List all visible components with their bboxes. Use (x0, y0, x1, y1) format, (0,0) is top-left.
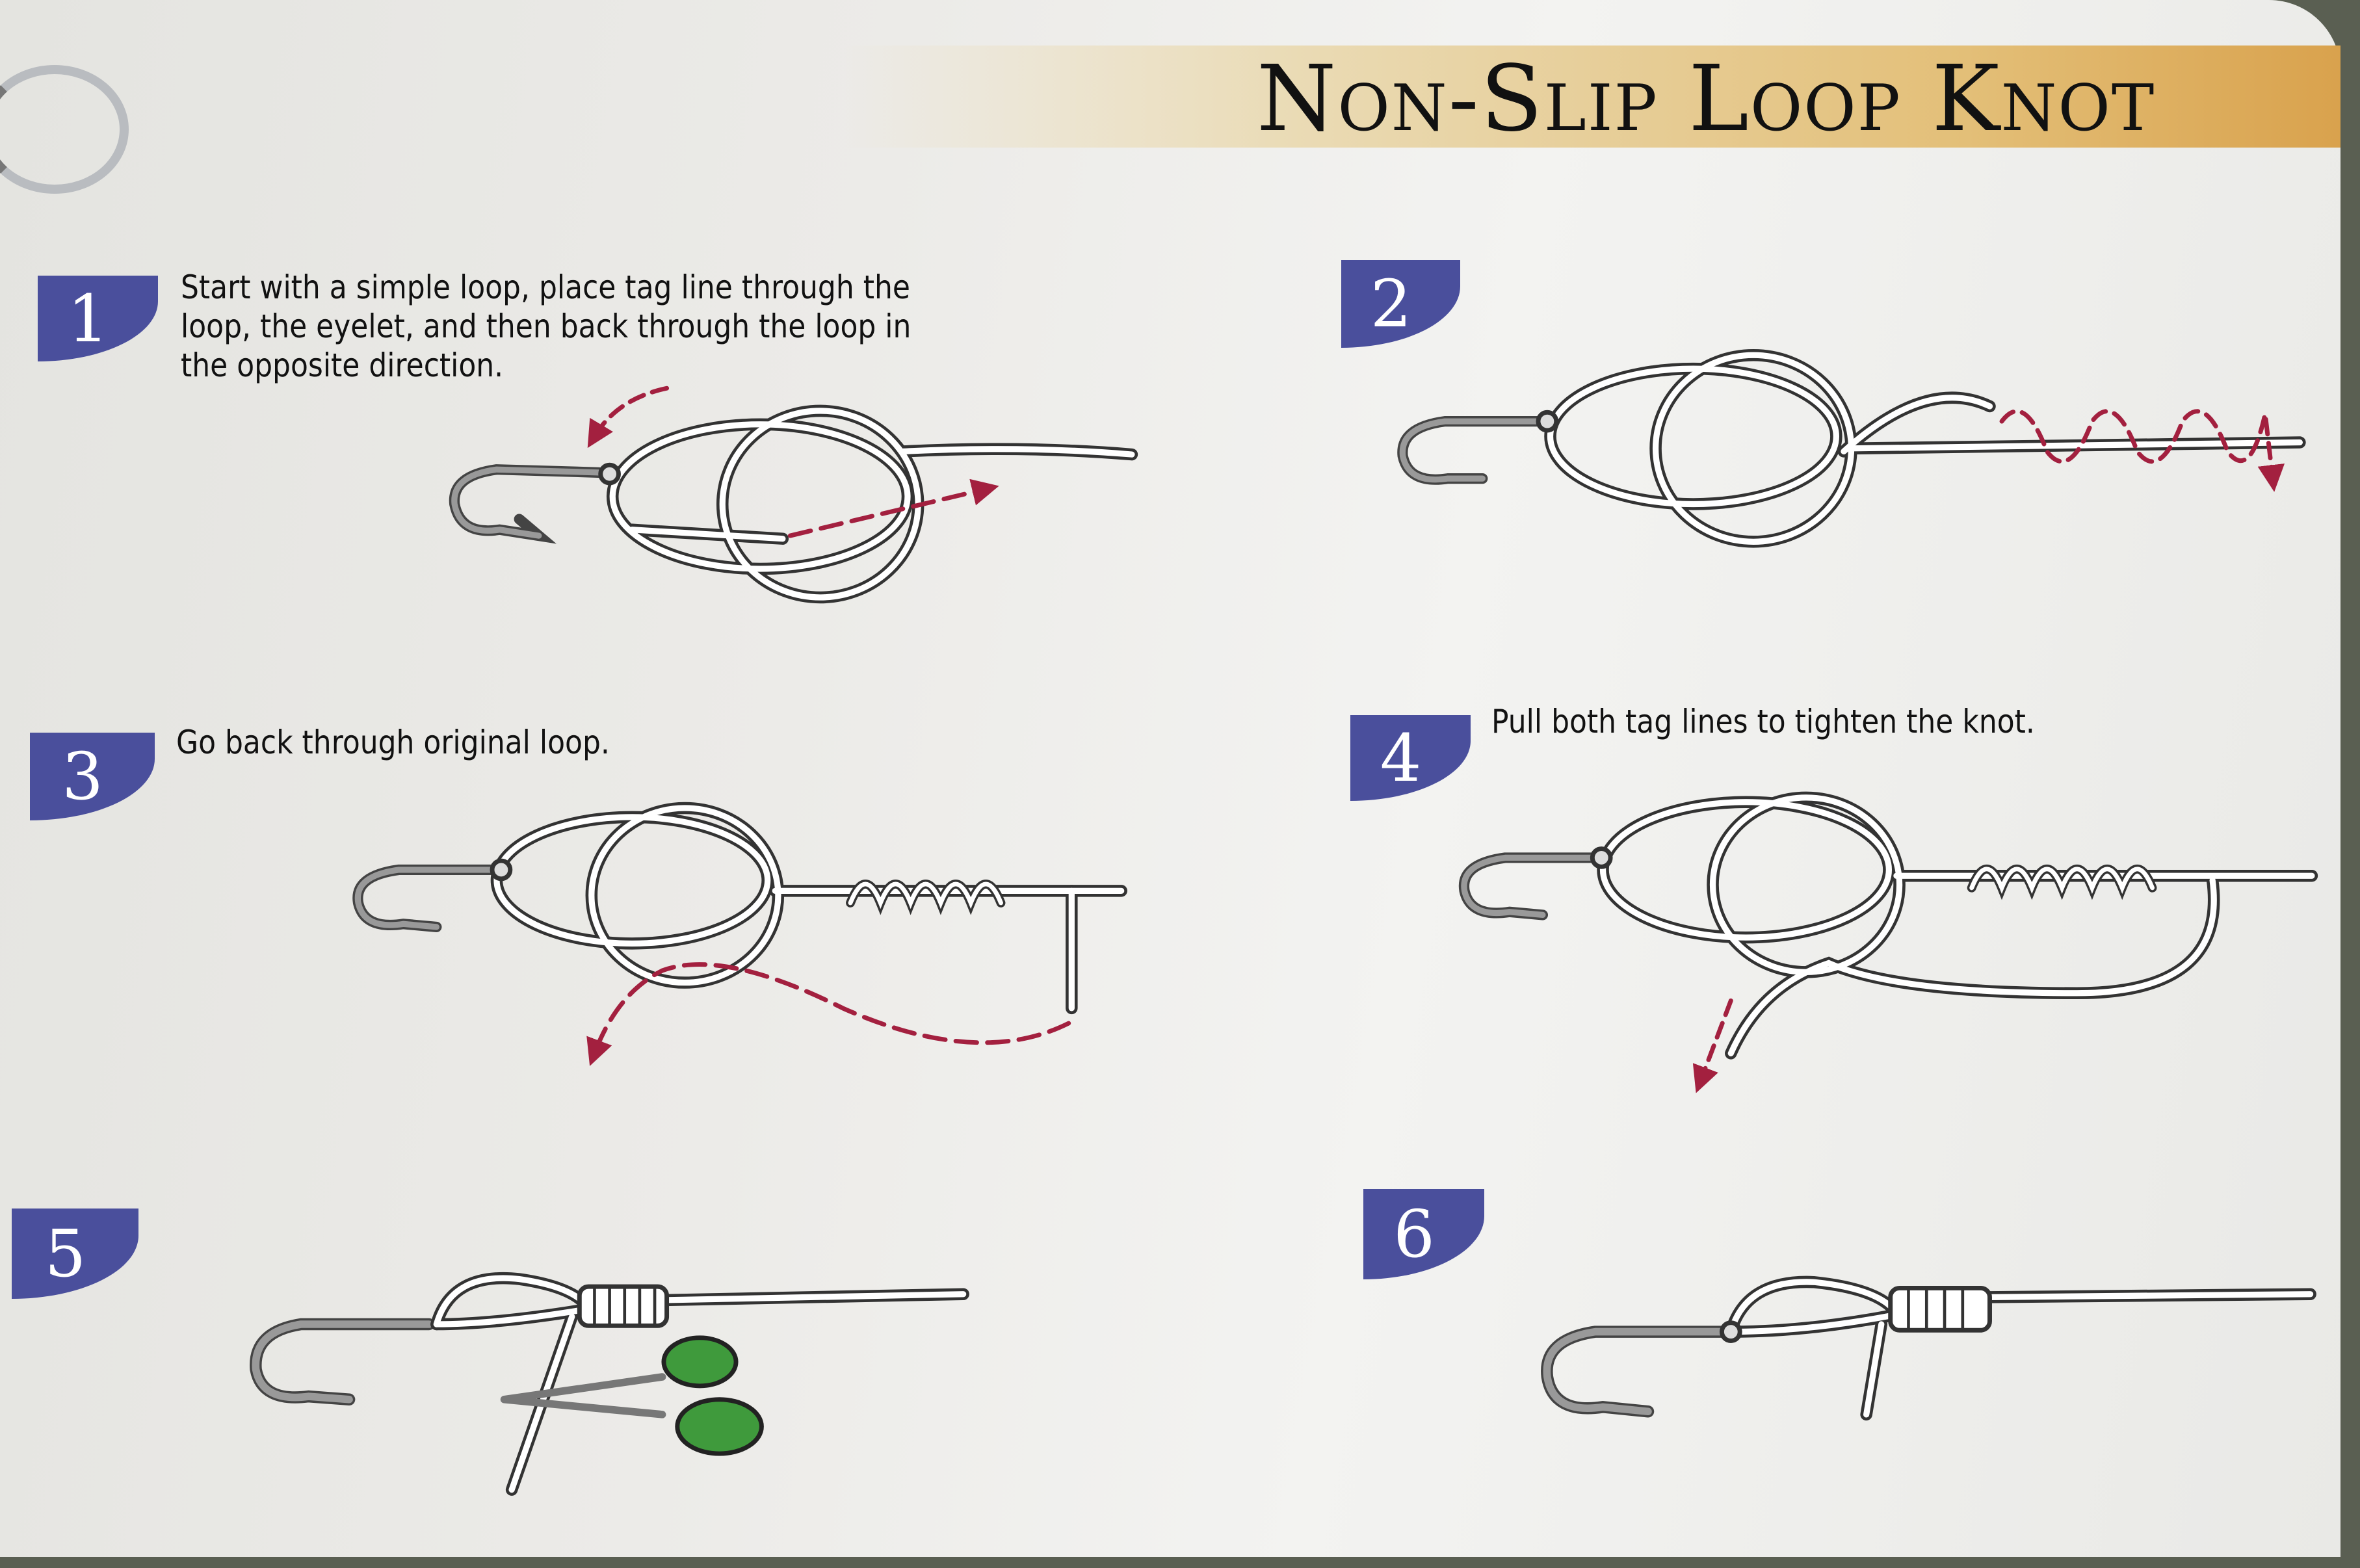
step-2-badge: 2 (1341, 260, 1460, 348)
step-5-badge: 5 (12, 1209, 138, 1299)
step-4-text: Pull both tag lines to tighten the knot. (1491, 703, 2035, 740)
title-band (845, 46, 2340, 148)
step-1-line: loop, the eyelet, and then back through … (181, 307, 911, 345)
step-1-line: the opposite direction. (181, 346, 504, 384)
step-1-illustration (449, 385, 1138, 604)
hook-icon (449, 464, 605, 544)
step-1-text: Start with a simple loop, place tag line… (181, 268, 911, 385)
step-3-illustration (352, 802, 1127, 1066)
step-3-text: Go back through original loop. (176, 724, 610, 761)
step-4-illustration (1458, 791, 2318, 1093)
step-2-illustration (1397, 349, 2306, 548)
step-5-illustration (250, 1272, 969, 1496)
page-title: Non-Slip Loop Knot (1257, 46, 2156, 152)
step-1-line: Start with a simple loop, place tag line… (181, 268, 910, 306)
step-6-illustration (1541, 1275, 2316, 1421)
scissors-icon (500, 1335, 764, 1456)
